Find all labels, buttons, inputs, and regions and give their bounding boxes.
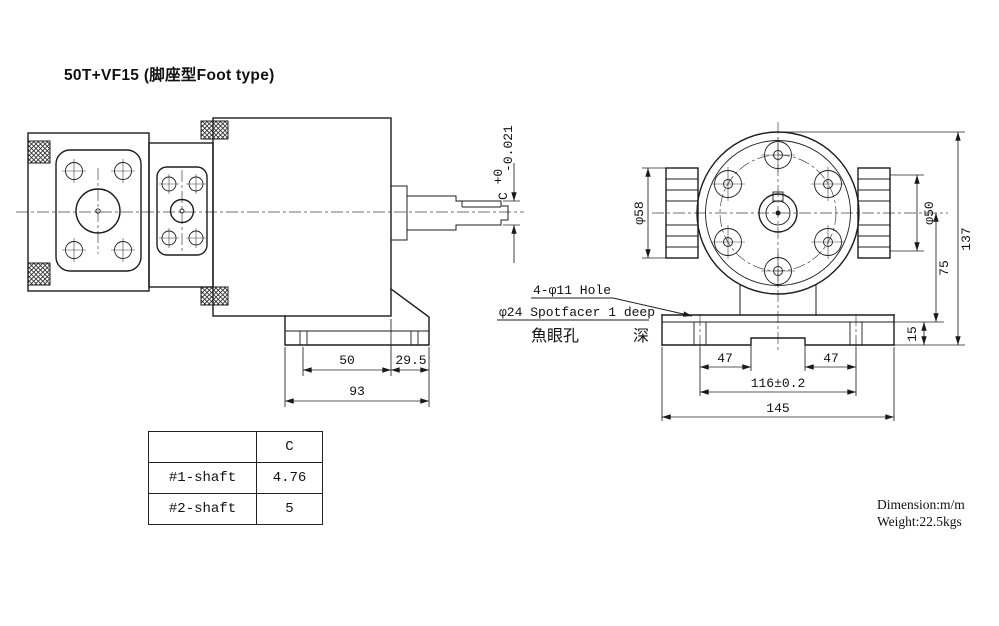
- dim-93-label: 93: [349, 384, 365, 399]
- inlet-port-circle: [75, 188, 121, 234]
- shaft1-label: #1-shaft: [148, 462, 257, 494]
- dim-15-label: 15: [905, 326, 920, 342]
- shaft-bore: [758, 193, 798, 233]
- cjk-deep-label: 深: [633, 327, 649, 345]
- seal-block-top-icon: [27, 140, 51, 164]
- dim-phi58-label: φ58: [632, 201, 647, 224]
- table-row: #2-shaft 5: [148, 493, 323, 525]
- dim-29-5-label: 29.5: [395, 353, 426, 368]
- mid-flange-face: [156, 166, 208, 256]
- front-bolt-holes: [711, 138, 845, 288]
- shaft-c-letter: C: [496, 192, 511, 200]
- seal-block-bottom-icon: [27, 262, 51, 286]
- dim-137-label: 137: [959, 227, 974, 250]
- front-flange-face: [55, 149, 142, 272]
- right-port-flange: [857, 167, 891, 259]
- shaft-c-tol-plus: +0: [491, 169, 506, 185]
- dim-116-label: 116±0.2: [751, 376, 806, 391]
- gasket-top-icon: [200, 120, 229, 140]
- table-header-c: C: [256, 431, 323, 463]
- side-view: [27, 117, 509, 346]
- shaft2-label: #2-shaft: [148, 493, 257, 525]
- front-view-dimensions: φ58 φ50 137 75 15 47 47 116±0.2 145: [632, 131, 974, 421]
- shaft1-value: 4.76: [256, 462, 323, 494]
- shaft-c-tol-minus: -0.021: [501, 125, 516, 172]
- dim-75-label: 75: [937, 260, 952, 276]
- dim-145-label: 145: [766, 401, 789, 416]
- dim-phi50-label: φ50: [922, 201, 937, 224]
- shaft-keyway: [461, 201, 501, 208]
- hole-callout: 4-φ11 Hole φ24 Spotfacer 1 deep 魚眼孔 深: [497, 283, 693, 345]
- drawing-notes: Dimension:m/m Weight:22.5kgs: [877, 497, 965, 530]
- shaft2-value: 5: [256, 493, 323, 525]
- dimension-note: Dimension:m/m: [877, 497, 965, 512]
- gasket-bottom-icon: [200, 286, 229, 306]
- left-port-flange: [665, 167, 699, 259]
- page-title: 50T+VF15 (脚座型Foot type): [64, 67, 275, 84]
- foot-bracket-front: [661, 284, 895, 346]
- inlet-port-center: [95, 208, 101, 214]
- table-corner-cell: [148, 431, 257, 463]
- shaft-boss: [390, 185, 408, 241]
- side-view-dimensions: 50 29.5 93 C +0 -0.021: [284, 125, 520, 407]
- hole-note: 4-φ11 Hole: [533, 283, 611, 298]
- mid-port-circle: [169, 198, 195, 224]
- pump-body: [212, 117, 392, 317]
- cjk-fisheye-label: 魚眼孔: [531, 327, 579, 345]
- dim-shaft-c-label: C +0 -0.021: [491, 125, 516, 200]
- shaft-dimension-table: C #1-shaft 4.76 #2-shaft 5: [148, 431, 323, 525]
- leader-line: [612, 297, 693, 317]
- front-flange-bolt-holes: [62, 159, 135, 262]
- dim-50-label: 50: [339, 353, 355, 368]
- dim-47-left-label: 47: [717, 351, 733, 366]
- base-mount-holes: [693, 322, 863, 345]
- mid-flange: [148, 142, 214, 288]
- front-view: [661, 131, 895, 346]
- dim-47-right-label: 47: [823, 351, 839, 366]
- mid-port-center: [179, 208, 185, 214]
- keyway-slot: [772, 191, 784, 202]
- foot-bracket-side: [284, 288, 430, 346]
- shaft-center-dot: [775, 210, 781, 216]
- weight-note: Weight:22.5kgs: [877, 513, 962, 529]
- table-header-row: C: [148, 431, 323, 463]
- mid-flange-bolt-holes: [159, 174, 206, 248]
- shaft: [407, 195, 509, 231]
- table-row: #1-shaft 4.76: [148, 462, 323, 494]
- center-lines: [16, 122, 948, 352]
- spotfacer-note: φ24 Spotfacer 1 deep: [499, 305, 655, 320]
